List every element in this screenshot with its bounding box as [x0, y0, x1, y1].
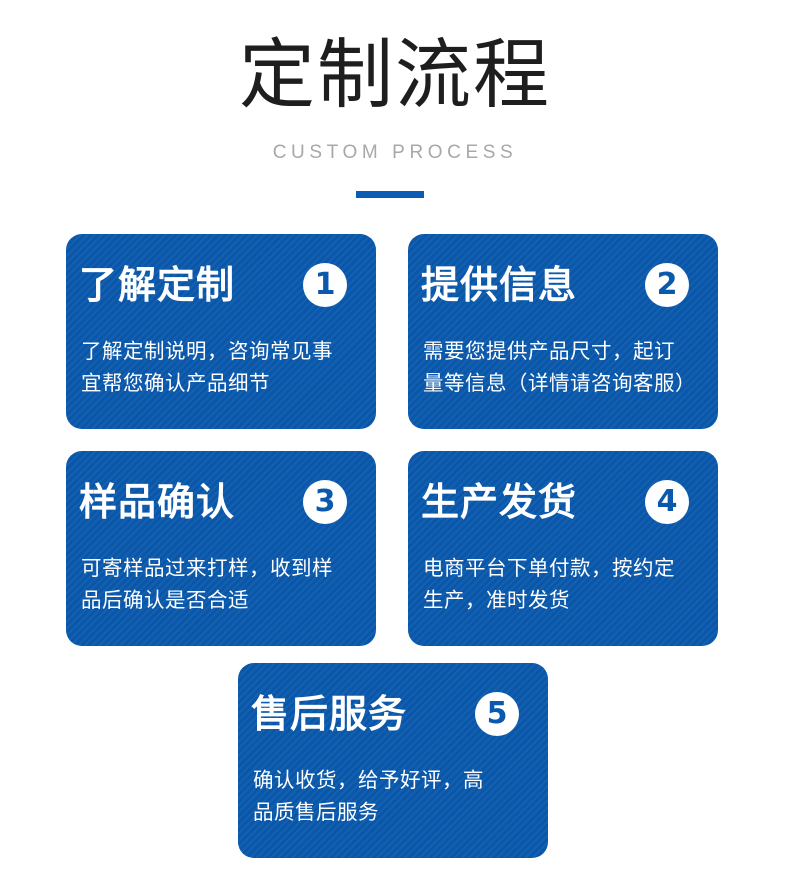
step-title: 样品确认: [79, 480, 236, 524]
step-title: 了解定制: [79, 263, 236, 307]
step-card-4: 生产发货 4 电商平台下单付款，按约定 生产，准时发货: [408, 451, 718, 646]
step-description: 了解定制说明，咨询常见事 宜帮您确认产品细节: [81, 339, 333, 395]
step-description: 确认收货，给予好评，高 品质售后服务: [253, 768, 484, 824]
step-description: 需要您提供产品尺寸，起订 量等信息（详情请咨询客服）: [423, 339, 696, 395]
step-card-5: 售后服务 5 确认收货，给予好评，高 品质售后服务: [238, 663, 548, 858]
accent-divider: [356, 191, 424, 198]
step-number-3-icon: 3: [303, 480, 347, 524]
step-number-2-icon: 2: [645, 263, 689, 307]
step-card-3: 样品确认 3 可寄样品过来打样，收到样 品后确认是否合适: [66, 451, 376, 646]
step-number-1-icon: 1: [303, 263, 347, 307]
step-number-5-icon: 5: [475, 692, 519, 736]
step-number-4-icon: 4: [645, 480, 689, 524]
step-card-1: 了解定制 1 了解定制说明，咨询常见事 宜帮您确认产品细节: [66, 234, 376, 429]
step-title: 生产发货: [421, 480, 578, 524]
step-description: 电商平台下单付款，按约定 生产，准时发货: [423, 556, 675, 612]
step-description: 可寄样品过来打样，收到样 品后确认是否合适: [81, 556, 333, 612]
page-title: 定制流程: [239, 30, 551, 119]
step-title: 提供信息: [421, 263, 578, 307]
page-subtitle: CUSTOM PROCESS: [272, 142, 518, 163]
step-title: 售后服务: [251, 692, 408, 736]
step-card-2: 提供信息 2 需要您提供产品尺寸，起订 量等信息（详情请咨询客服）: [408, 234, 718, 429]
